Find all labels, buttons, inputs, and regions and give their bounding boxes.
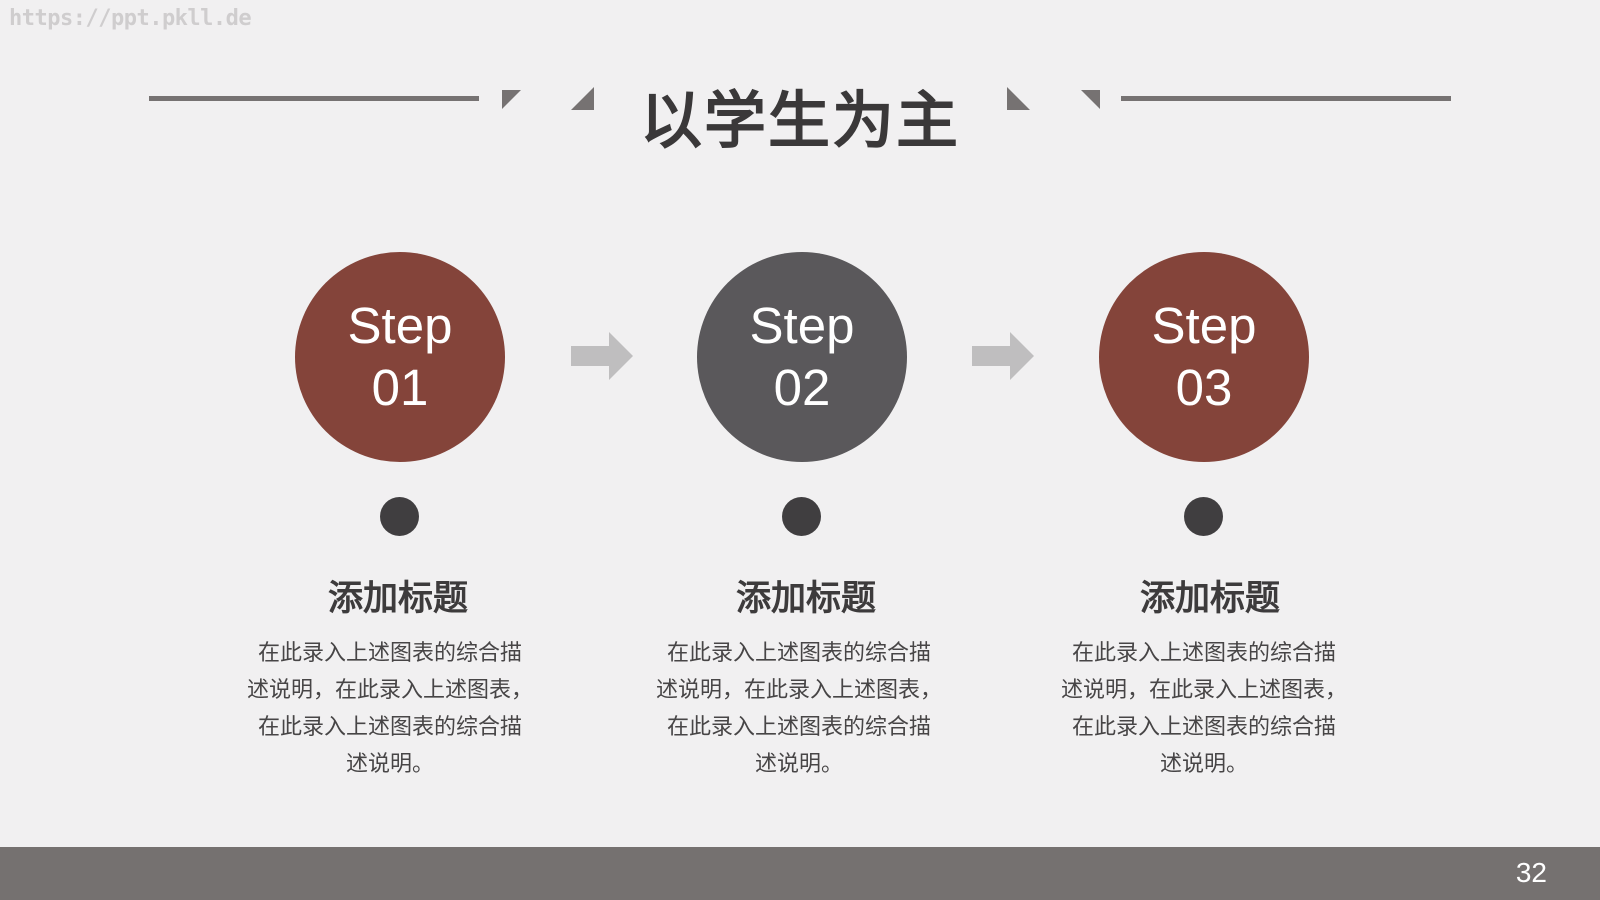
step-circle-01: Step 01 <box>295 252 505 462</box>
step-number: 03 <box>1175 359 1233 416</box>
triangle-decoration-icon <box>1007 87 1030 110</box>
step-label: Step <box>1151 297 1257 354</box>
step-heading: 添加标题 <box>1139 579 1280 619</box>
step-label: Step <box>347 297 453 354</box>
description-line: 在此录入上述图表的综合描 <box>1071 640 1336 665</box>
step-heading: 添加标题 <box>735 579 876 619</box>
step-number: 01 <box>371 359 429 416</box>
triangle-decoration-icon <box>571 87 594 110</box>
description-line: 在此录入上述图表的综合描 <box>1071 714 1336 739</box>
step-description: 在此录入上述图表的综合描 述说明，在此录入上述图表， 在此录入上述图表的综合描 … <box>1044 634 1364 782</box>
page-title: 以学生为主 <box>639 84 960 157</box>
step-number: 02 <box>773 359 831 416</box>
timeline-dot <box>1184 497 1223 536</box>
timeline-dot <box>782 497 821 536</box>
description-line: 在此录入上述图表的综合描 <box>666 640 931 665</box>
triangle-decoration-icon <box>502 90 521 109</box>
step-circle-02: Step 02 <box>697 252 907 462</box>
description-line: 述说明，在此录入上述图表， <box>246 677 533 702</box>
timeline-dot <box>380 497 419 536</box>
step-label: Step <box>749 297 855 354</box>
description-line: 在此录入上述图表的综合描 <box>666 714 931 739</box>
step-description: 在此录入上述图表的综合描 述说明，在此录入上述图表， 在此录入上述图表的综合描 … <box>230 634 550 782</box>
page-number: 32 <box>1515 857 1547 888</box>
header-rule-left <box>149 96 479 101</box>
watermark-url: https://ppt.pkll.de <box>9 6 252 31</box>
arrow-right-icon <box>972 332 1034 380</box>
step-circle-03: Step 03 <box>1099 252 1309 462</box>
description-line: 述说明。 <box>345 751 434 776</box>
triangle-decoration-icon <box>1081 90 1100 109</box>
description-line: 述说明，在此录入上述图表， <box>655 677 942 702</box>
step-heading: 添加标题 <box>327 579 468 619</box>
description-line: 述说明。 <box>754 751 843 776</box>
description-line: 述说明，在此录入上述图表， <box>1060 677 1347 702</box>
description-line: 在此录入上述图表的综合描 <box>257 640 522 665</box>
footer-bar: 32 <box>0 847 1600 900</box>
step-description: 在此录入上述图表的综合描 述说明，在此录入上述图表， 在此录入上述图表的综合描 … <box>639 634 959 782</box>
description-line: 述说明。 <box>1159 751 1248 776</box>
arrow-right-icon <box>571 332 633 380</box>
header-rule-right <box>1121 96 1451 101</box>
description-line: 在此录入上述图表的综合描 <box>257 714 522 739</box>
